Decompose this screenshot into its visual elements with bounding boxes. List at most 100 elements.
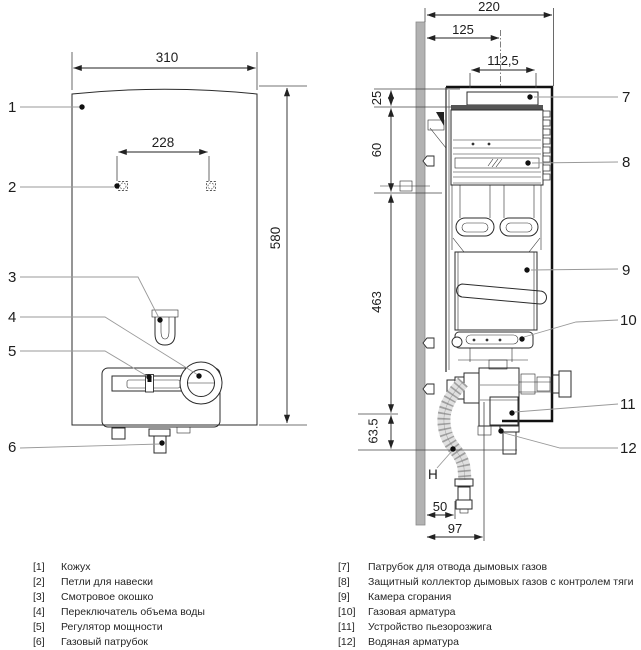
dim-220-label: 220 <box>478 0 500 14</box>
legend-column-left: [1]Кожух [2] Петли для навески [3] Смотров… <box>33 560 323 650</box>
front-callout-leads <box>19 104 202 449</box>
side-view: 220 125 112,5 25 60 463 <box>358 0 637 541</box>
legend-num: [2] <box>33 576 45 588</box>
dimension-gas-63-5: 63.5 <box>358 413 517 451</box>
legend-item-10: [10] Газовая арматура <box>338 605 638 620</box>
dim-112-5-label: 112,5 <box>487 53 519 68</box>
dim-25-label: 25 <box>369 91 384 105</box>
callout-8: 8 <box>622 154 630 171</box>
side-callout-leads <box>498 94 619 449</box>
burner <box>451 331 534 362</box>
dimension-hood-60: 60 <box>369 108 442 194</box>
legend-label: Камера сгорания <box>368 591 452 603</box>
legend-num: [6] <box>33 636 45 648</box>
louvers <box>542 110 551 181</box>
front-casing-outline <box>71 88 258 426</box>
legend-num: [8] <box>338 576 350 588</box>
legend-item-4: [4] Переключатель объема воды <box>33 605 323 620</box>
legend-item-3: [3] Смотровое окошко <box>33 590 323 605</box>
legend-column-right: [7] Патрубок для отвода дымовых газов [8]… <box>338 560 638 650</box>
callout-3: 3 <box>8 269 16 286</box>
mounting-holes <box>118 181 216 191</box>
unit-case <box>445 85 554 423</box>
flue-collector <box>450 109 551 186</box>
piezo-igniter <box>489 396 519 426</box>
side-callout-numbers: 7 8 9 10 11 12 <box>620 89 637 457</box>
legend-item-6: [6] Газовый патрубок <box>33 635 323 650</box>
gas-connection-flange <box>148 428 171 437</box>
legend-num: [12] <box>338 636 356 648</box>
hose-height-label: H <box>428 446 456 482</box>
legend-item-1: [1]Кожух <box>33 560 323 575</box>
dim-50-label: 50 <box>433 499 447 514</box>
dimension-flue-width-112-5: 112,5 <box>469 53 537 88</box>
legend-label: Защитный коллектор дымовых газов с контр… <box>368 576 634 588</box>
combustion-chamber <box>454 251 547 331</box>
mounting-bracket <box>380 112 447 192</box>
dim-60-label: 60 <box>369 143 384 157</box>
dimensional-drawing: 310 228 580 <box>8 0 637 541</box>
legend-item-5: [5] Регулятор мощности <box>33 620 323 635</box>
callout-12: 12 <box>620 440 637 457</box>
dimension-gas-conn-97: 97 <box>426 402 485 541</box>
legend-label: Водяная арматура <box>368 636 459 648</box>
wall <box>415 21 426 526</box>
gas-valve-knob <box>551 370 572 398</box>
flue-outlet <box>451 91 543 110</box>
callout-1: 1 <box>8 99 16 116</box>
gas-hose <box>437 377 474 514</box>
legend-label: Петли для навески <box>61 576 154 588</box>
dim-228-label: 228 <box>152 135 175 150</box>
legend-num: [5] <box>33 621 45 633</box>
legend-item-8: [8] Защитный коллектор дымовых газов с ко… <box>338 575 638 590</box>
legend-label: Регулятор мощности <box>61 621 163 633</box>
callout-2: 2 <box>8 179 16 196</box>
legend-label: Смотровое окошко <box>61 591 154 603</box>
legend-label: Газовый патрубок <box>61 636 148 648</box>
callout-9: 9 <box>622 262 630 279</box>
legend-label: Газовая арматура <box>368 606 456 618</box>
water-volume-knob <box>179 361 223 405</box>
callout-4: 4 <box>8 309 16 326</box>
heat-exchanger-pipes <box>451 185 542 253</box>
legend-item-9: [9] Камера сгорания <box>338 590 638 605</box>
legend-item-7: [7] Патрубок для отвода дымовых газов <box>338 560 638 575</box>
front-view: 310 228 580 <box>8 50 307 456</box>
legend-num: [1] <box>33 561 45 573</box>
legend-label: Устройство пьезорозжига <box>368 621 492 633</box>
dimension-hose-50: 50 <box>426 499 456 519</box>
dim-580-label: 580 <box>268 227 283 250</box>
dim-310-label: 310 <box>156 50 179 65</box>
hose-fitting <box>454 478 474 514</box>
legend-item-12: [12] Водяная арматура <box>338 635 638 650</box>
legend-num: [7] <box>338 561 350 573</box>
label-H: H <box>428 467 438 482</box>
dimension-depth-220: 220 <box>424 0 554 86</box>
legend-label: Патрубок для отвода дымовых газов <box>368 561 548 573</box>
callout-10: 10 <box>620 312 637 329</box>
front-bottom-fittings <box>111 426 191 454</box>
dim-463-label: 463 <box>369 291 384 313</box>
dimension-body-463: 463 <box>369 194 395 413</box>
sight-window <box>151 309 179 346</box>
legend-num: [3] <box>33 591 45 603</box>
legend-num: [11] <box>338 621 355 633</box>
dimension-front-width: 310 <box>71 50 258 90</box>
dimension-flue-center-125: 125 <box>426 22 501 86</box>
dimension-hole-spacing: 228 <box>116 135 210 181</box>
control-panel <box>101 361 223 428</box>
dimension-front-height: 580 <box>259 85 307 426</box>
legend-num: [10] <box>338 606 356 618</box>
callout-5: 5 <box>8 343 16 360</box>
legend-num: [4] <box>33 606 45 618</box>
legend: [1]Кожух [2] Петли для навески [3] Смотров… <box>0 560 641 650</box>
legend-label: Переключатель объема воды <box>61 606 205 618</box>
front-callout-numbers: 1 2 3 4 5 6 <box>8 99 16 456</box>
dim-63-5-label: 63.5 <box>366 418 381 443</box>
dimension-top-25: 25 <box>369 88 460 108</box>
legend-num: [9] <box>338 591 350 603</box>
callout-11: 11 <box>620 396 636 413</box>
dim-97-label: 97 <box>448 521 462 536</box>
callout-6: 6 <box>8 439 16 456</box>
